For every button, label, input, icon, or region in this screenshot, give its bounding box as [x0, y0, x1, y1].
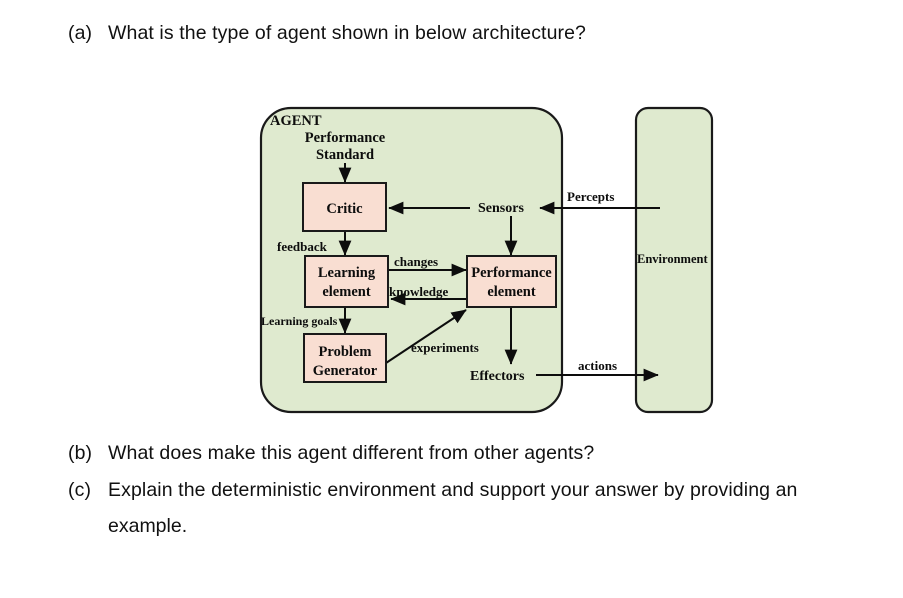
question-b-text: What does make this agent different from… — [108, 442, 595, 464]
question-a-text: What is the type of agent shown in below… — [108, 22, 586, 44]
question-c-text: Explain the deterministic environment an… — [108, 479, 798, 501]
edge-label-knowledge: knowledge — [389, 284, 448, 299]
box-problem-generator[interactable] — [303, 333, 387, 383]
box-problem-generator-label-line1: Problem — [319, 344, 372, 360]
box-learning-element-label-line1: Learning — [318, 265, 376, 281]
box-critic-label: Critic — [326, 201, 363, 217]
box-performance-element-label-line2: element — [487, 284, 535, 300]
question-c-marker: (c) — [68, 479, 92, 501]
box-learning-element[interactable] — [304, 255, 389, 308]
edge-label-feedback: feedback — [277, 239, 328, 254]
edge-label-percepts: Percepts — [567, 189, 614, 204]
question-c: (c) Explain the deterministic environmen… — [68, 477, 888, 503]
edge-label-actions: actions — [578, 358, 617, 373]
agent-container-label: AGENT — [270, 113, 322, 129]
edge-label-experiments: experiments — [411, 340, 479, 355]
question-a: (a) What is the type of agent shown in b… — [68, 20, 868, 46]
box-performance-element[interactable] — [466, 255, 557, 308]
box-learning-element-label-line2: element — [322, 284, 370, 300]
edge-experiments-to-performance-element — [385, 309, 467, 364]
node-sensors-label: Sensors — [478, 201, 524, 216]
agent-container — [259, 106, 564, 414]
environment-container — [634, 106, 714, 414]
box-critic[interactable] — [302, 182, 387, 232]
question-b: (b) What does make this agent different … — [68, 440, 868, 466]
box-performance-element-label-line1: Performance — [471, 265, 552, 281]
environment-container-label: Environment — [637, 252, 708, 266]
edge-label-learning-goals: Learning goals — [261, 314, 338, 328]
question-c-continuation: example. — [108, 515, 188, 537]
edge-label-changes: changes — [394, 254, 438, 269]
question-b-marker: (b) — [68, 442, 93, 464]
performance-standard-line1: Performance — [305, 130, 386, 146]
performance-standard-line2: Standard — [316, 147, 374, 163]
question-a-marker: (a) — [68, 22, 93, 44]
box-problem-generator-label-line2: Generator — [313, 363, 378, 379]
node-effectors-label: Effectors — [470, 369, 525, 384]
